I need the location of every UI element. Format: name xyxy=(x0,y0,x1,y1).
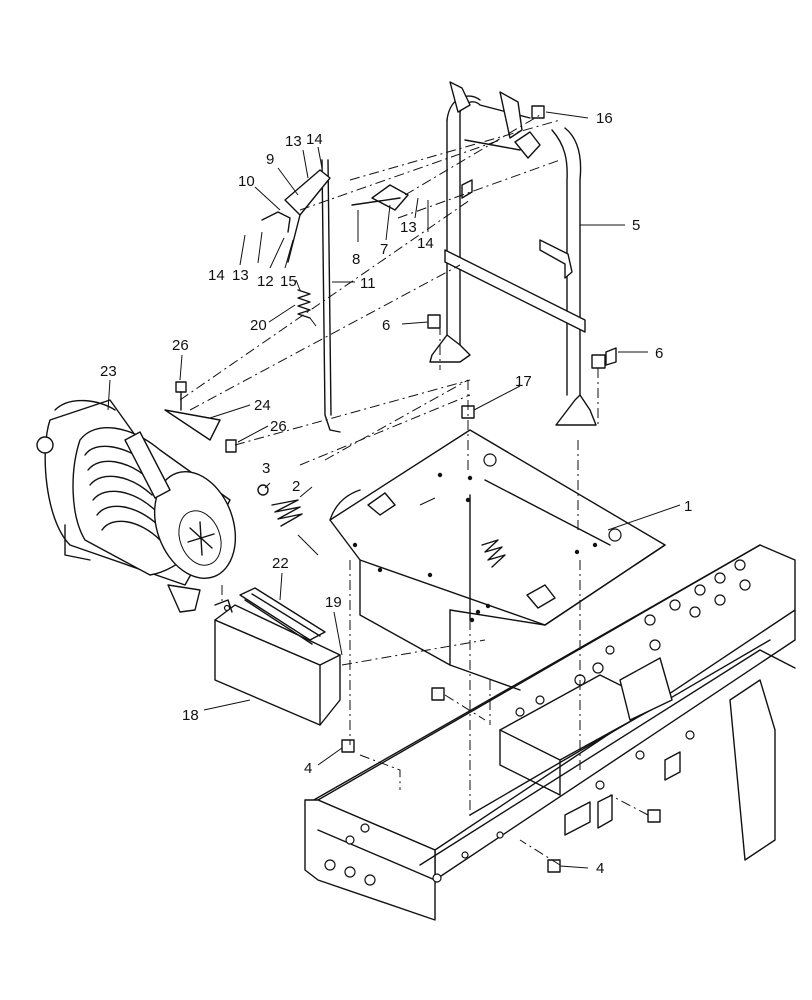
callout-19: 19 xyxy=(325,594,342,611)
spring-20 xyxy=(295,279,317,327)
callout-4b: 4 xyxy=(596,860,604,877)
callout-14c: 14 xyxy=(208,267,225,284)
callout-13a: 13 xyxy=(285,133,302,150)
callout-13c: 13 xyxy=(232,267,249,284)
callout-17: 17 xyxy=(515,373,532,390)
callout-5: 5 xyxy=(632,217,640,234)
assembly-lines xyxy=(179,114,649,866)
callout-7: 7 xyxy=(380,241,388,258)
spring-2 xyxy=(271,499,303,527)
callouts: 1 2 3 4 4 5 6 6 7 8 9 10 11 12 13 13 13 … xyxy=(100,110,692,877)
bolts-4 xyxy=(341,687,661,873)
callout-6a: 6 xyxy=(382,317,390,334)
nut-17 xyxy=(461,405,475,419)
callout-26b: 26 xyxy=(270,418,287,435)
lever-9 xyxy=(284,169,331,263)
link-10 xyxy=(261,211,291,233)
callout-22: 22 xyxy=(272,555,289,572)
callout-26a: 26 xyxy=(172,337,189,354)
air-cleaner xyxy=(36,399,237,613)
callout-14a: 14 xyxy=(306,131,323,148)
callout-14b: 14 xyxy=(417,235,434,252)
clip-24 xyxy=(164,409,221,441)
callout-16: 16 xyxy=(596,110,613,127)
frame-rail xyxy=(304,544,796,921)
callout-15: 15 xyxy=(280,273,297,290)
callout-24: 24 xyxy=(254,397,271,414)
nut-16 xyxy=(531,105,545,119)
callout-4a: 4 xyxy=(304,760,312,777)
rod-11 xyxy=(321,159,341,433)
callout-6b: 6 xyxy=(655,345,663,362)
callout-9: 9 xyxy=(266,151,274,168)
callout-13b: 13 xyxy=(400,219,417,236)
battery-box xyxy=(214,599,341,726)
bracket-7 xyxy=(351,184,409,211)
bolts-6 xyxy=(427,314,617,369)
bolt-26b xyxy=(225,439,237,453)
callout-8: 8 xyxy=(352,251,360,268)
rail-22 xyxy=(239,587,326,645)
leader-lines xyxy=(107,111,681,869)
callout-23: 23 xyxy=(100,363,117,380)
callout-2: 2 xyxy=(292,478,300,495)
bolt-26a xyxy=(175,381,187,411)
callout-18: 18 xyxy=(182,707,199,724)
callout-12: 12 xyxy=(257,273,274,290)
mounting-frame xyxy=(429,81,597,426)
platform-plate xyxy=(329,429,666,691)
callout-1: 1 xyxy=(684,498,692,515)
callout-10: 10 xyxy=(238,173,255,190)
callout-11: 11 xyxy=(360,275,376,292)
callout-20: 20 xyxy=(250,317,267,334)
callout-3: 3 xyxy=(262,460,270,477)
